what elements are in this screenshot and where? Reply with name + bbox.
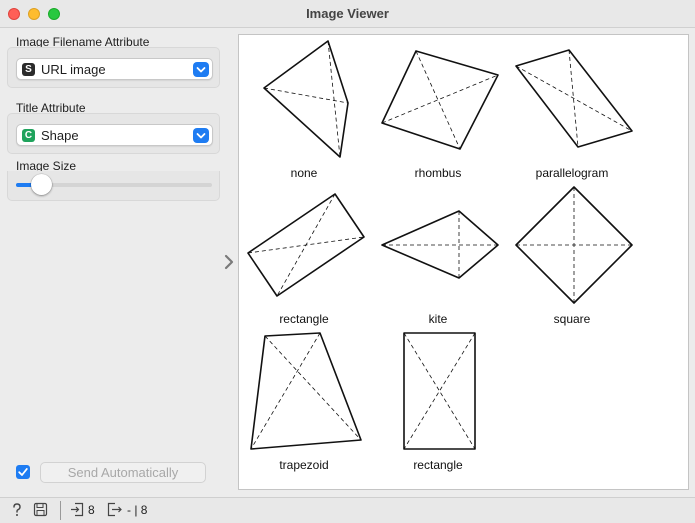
image-size-slider-handle[interactable] bbox=[30, 174, 52, 195]
input-icon bbox=[70, 502, 84, 520]
shape-image-kite bbox=[381, 210, 499, 279]
image-filename-group: S URL image bbox=[7, 47, 220, 88]
image-size-label: Image Size bbox=[16, 159, 77, 173]
title-attribute-group: C Shape bbox=[7, 113, 220, 154]
chevron-right-icon[interactable] bbox=[223, 254, 235, 273]
shape-image-trapezoid bbox=[250, 332, 362, 450]
maximize-window-button[interactable] bbox=[48, 8, 60, 20]
shape-image-rectangle-2 bbox=[403, 332, 476, 450]
image-size-group bbox=[7, 171, 220, 201]
image-title: rectangle bbox=[413, 458, 463, 472]
image-size-slider-track[interactable] bbox=[16, 183, 212, 187]
image-filename-attribute-label: Image Filename Attribute bbox=[16, 35, 150, 49]
string-type-icon: S bbox=[22, 63, 35, 76]
minimize-window-button[interactable] bbox=[28, 8, 40, 20]
output-count: - | 8 bbox=[127, 503, 148, 517]
checkmark-icon bbox=[18, 468, 28, 476]
image-title: parallelogram bbox=[535, 166, 609, 180]
image-grid-drawing bbox=[247, 40, 633, 450]
title-attribute-combo[interactable]: C Shape bbox=[16, 124, 213, 146]
auto-send-checkbox[interactable] bbox=[16, 465, 30, 479]
chevron-down-icon bbox=[193, 128, 209, 143]
image-title: none bbox=[290, 166, 318, 180]
categorical-type-icon: C bbox=[22, 129, 35, 142]
image-title: rhombus bbox=[414, 166, 462, 180]
status-divider bbox=[60, 501, 61, 520]
title-bar: Image Viewer bbox=[0, 0, 695, 28]
shape-image-square bbox=[515, 186, 633, 304]
image-filename-combo[interactable]: S URL image bbox=[16, 58, 213, 80]
save-icon[interactable] bbox=[33, 502, 48, 520]
image-title: rectangle bbox=[279, 312, 329, 326]
image-grid: none rhombus parallelogram rectangle kit… bbox=[238, 34, 689, 490]
send-automatically-button[interactable]: Send Automatically bbox=[40, 462, 206, 483]
shape-image-rectangle-1 bbox=[247, 193, 365, 297]
image-title: square bbox=[553, 312, 591, 326]
chevron-down-icon bbox=[193, 62, 209, 77]
window-title: Image Viewer bbox=[306, 6, 389, 21]
image-title: trapezoid bbox=[279, 458, 329, 472]
status-bar: 8 - | 8 bbox=[0, 497, 695, 523]
image-filename-value: URL image bbox=[41, 62, 106, 77]
shape-image-rhombus bbox=[381, 50, 499, 150]
output-icon bbox=[107, 502, 123, 520]
image-size-slider-fill bbox=[16, 183, 42, 187]
help-icon[interactable] bbox=[10, 502, 24, 521]
close-window-button[interactable] bbox=[8, 8, 20, 20]
title-attribute-label: Title Attribute bbox=[16, 101, 86, 115]
shape-image-none bbox=[263, 40, 349, 158]
image-title: kite bbox=[428, 312, 448, 326]
title-attribute-value: Shape bbox=[41, 128, 79, 143]
shape-image-parallelogram bbox=[515, 49, 633, 148]
input-count: 8 bbox=[88, 503, 95, 517]
